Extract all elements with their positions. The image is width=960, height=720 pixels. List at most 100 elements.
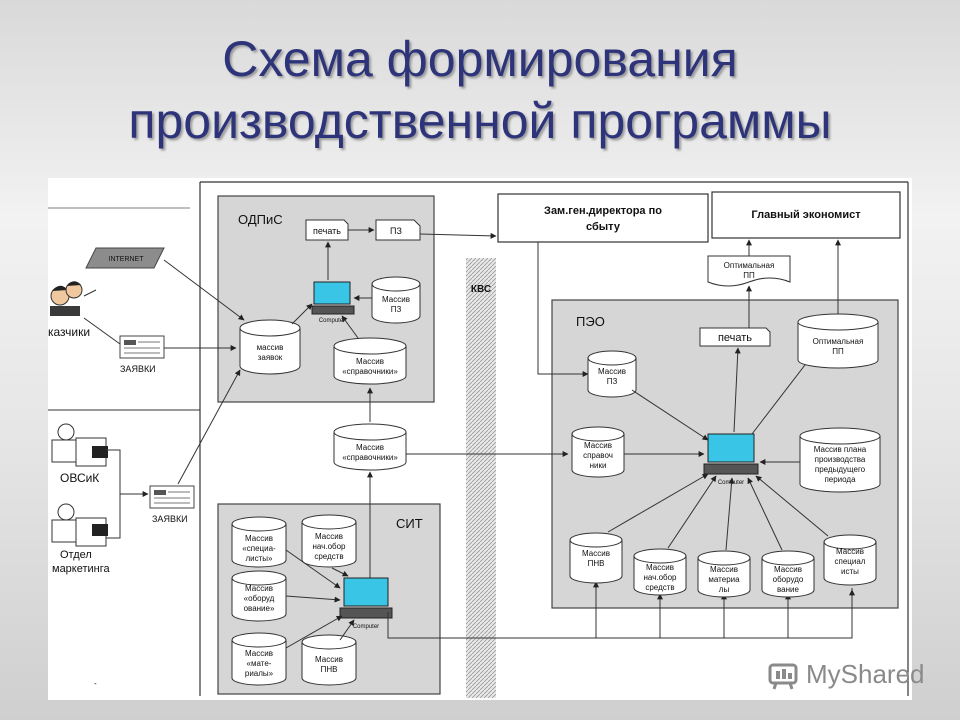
sit-arr-pnv — [301, 634, 357, 686]
sit-arr-mat-l2: «мате- — [247, 659, 272, 668]
sit-arr-spec-l2: «специа- — [242, 544, 276, 553]
customers-to-orders — [83, 317, 121, 345]
peo-arr-opt — [797, 313, 879, 369]
odpis-arr-ref-l2: «справочники» — [342, 367, 398, 376]
sit-arr-equip-l3: ование» — [244, 604, 275, 613]
kvs-label: КВС — [471, 284, 491, 295]
sit-mat-to-computer — [285, 615, 343, 649]
customers-to-internet — [83, 289, 97, 297]
peo-arr-fixed-l2: нач.обор — [643, 573, 677, 582]
peo-print-label: печать — [718, 332, 752, 344]
orders-top-doc — [119, 335, 165, 359]
peo-arr-equip-l2: оборудо — [773, 575, 804, 584]
peo-arr-spec-l3: исты — [841, 567, 859, 576]
sit-arr-pnv-l2: ПНВ — [321, 665, 338, 674]
sit-pnv-to-computer — [339, 619, 355, 641]
sit-arr-fixed-l3: средств — [314, 552, 343, 561]
peo-arr-mat-l3: лы — [719, 585, 730, 594]
ovsik-label: ОВСиК — [60, 471, 99, 485]
sit-arr-spec-l3: листы» — [246, 554, 274, 563]
peo-arr-pz-l2: ПЗ — [607, 377, 618, 386]
peo-equip-to-computer — [747, 477, 783, 551]
kvs-column — [466, 258, 496, 698]
center-arr-ref-l2: «справочники» — [342, 453, 398, 462]
odpis-arr-orders-l1: массив — [257, 343, 284, 352]
sit-arr-pnv-l1: Массив — [315, 655, 343, 664]
odpis-print-doc — [305, 219, 349, 241]
deputy-label-2: сбыту — [586, 221, 621, 233]
peo-arr-spec-l1: Массив — [836, 547, 864, 556]
peo-arr-pnv-l2: ПНВ — [588, 559, 605, 568]
peo-arr-fixed — [633, 548, 687, 596]
peo-arr-equip-l3: вание — [777, 585, 799, 594]
opt-doc-l1: Оптимальная — [724, 261, 775, 270]
sit-arr-equip-l2: «оборуд — [244, 594, 275, 603]
odpis-pz-label: ПЗ — [390, 226, 402, 236]
opt-doc-l2: ПП — [743, 271, 755, 280]
center-arr-ref — [333, 423, 407, 471]
peo-arr-fixed-l1: Массив — [646, 563, 674, 572]
peo-arr-plan-l3: предыдущего — [815, 465, 866, 474]
marketing-desk-icon — [51, 503, 108, 547]
title-line-2: производственной программы — [128, 93, 832, 149]
internet-label: INTERNET — [109, 256, 145, 263]
peo-arr-plan-l1: Массив плана — [814, 445, 867, 454]
peo-arr-equip-l1: Массив — [774, 565, 802, 574]
peo-arr-spec-l2: специал — [835, 557, 866, 566]
peo-arr-ref-l2: справоч — [583, 451, 613, 460]
arr-orders-to-computer — [291, 303, 313, 325]
orders-bottom-doc — [149, 485, 195, 509]
odpis-computer-label: Computer — [319, 318, 345, 324]
odpis-pz-doc — [375, 219, 421, 241]
peo-arr-spec — [823, 534, 877, 586]
peo-arr-pz-l1: Массив — [598, 367, 626, 376]
sit-equip-to-computer — [285, 595, 341, 603]
pz-to-deputy — [419, 232, 497, 239]
slide-title: Схема формирования производственной прог… — [0, 28, 960, 152]
orders-bottom-label: ЗАЯВКИ — [152, 514, 188, 524]
peo-spec-to-computer — [755, 475, 829, 537]
sit-arr-fixed — [301, 514, 357, 568]
sit-arr-mat-l3: риалы» — [245, 669, 274, 678]
center-arr-ref-l1: Массив — [356, 443, 384, 452]
chief-economist-box — [711, 191, 901, 239]
peo-arr-opt-l2: ПП — [832, 347, 844, 356]
peo-arr-mat — [697, 550, 751, 598]
customers-label: казчики — [48, 325, 90, 339]
sit-arr-fixed-l1: Массив — [315, 532, 343, 541]
ovsik-marketing-link — [106, 449, 121, 539]
orders-top-label: ЗАЯВКИ — [120, 364, 156, 374]
peo-arr-mat-l2: материа — [708, 575, 740, 584]
marketing-label-1: Отдел — [60, 549, 92, 561]
sit-arr-equip-l1: Массив — [245, 584, 273, 593]
corner-mark: - — [94, 679, 97, 688]
arr-ref-to-computer — [341, 315, 359, 339]
peo-mat-to-computer — [725, 477, 735, 551]
chief-economist-label: Главный экономист — [751, 209, 861, 221]
marketing-label-2: маркетинга — [52, 563, 111, 575]
peo-arr-ref-l3: ники — [590, 461, 607, 470]
odpis-arr-orders-l2: заявок — [258, 353, 283, 362]
sit-label: СИТ — [396, 516, 423, 531]
deputy-to-peo-pz — [537, 242, 589, 377]
peo-pnv-to-computer — [607, 473, 709, 533]
peo-arr-plan — [799, 427, 881, 493]
diagram-canvas: КВС ОДПиС СИТ ПЭО INTERNET казчики ЗАЯВК… — [48, 178, 912, 700]
sit-arr-spec — [231, 516, 287, 568]
sit-arr-mat-l1: Массив — [245, 649, 273, 658]
peo-arr-ref-l1: Массив — [584, 441, 612, 450]
peo-arr-pnv — [569, 532, 623, 584]
odpis-print-label: печать — [313, 226, 341, 236]
peo-computer-to-print — [733, 347, 741, 433]
odpis-arr-ref-l1: Массив — [356, 357, 384, 366]
sit-arr-mat — [231, 632, 287, 686]
internet-node: INTERNET — [85, 247, 165, 269]
deputy-label-1: Зам.ген.директора по — [544, 205, 662, 217]
odpis-computer-icon — [311, 281, 355, 315]
peo-pz-to-computer — [631, 389, 709, 441]
customers-icon — [50, 281, 83, 316]
peo-arr-mat-l1: Массив — [710, 565, 738, 574]
watermark: MyShared — [766, 656, 925, 692]
peo-arr-plan-l2: производства — [815, 455, 866, 464]
sit-computer-label: Computer — [353, 624, 379, 630]
